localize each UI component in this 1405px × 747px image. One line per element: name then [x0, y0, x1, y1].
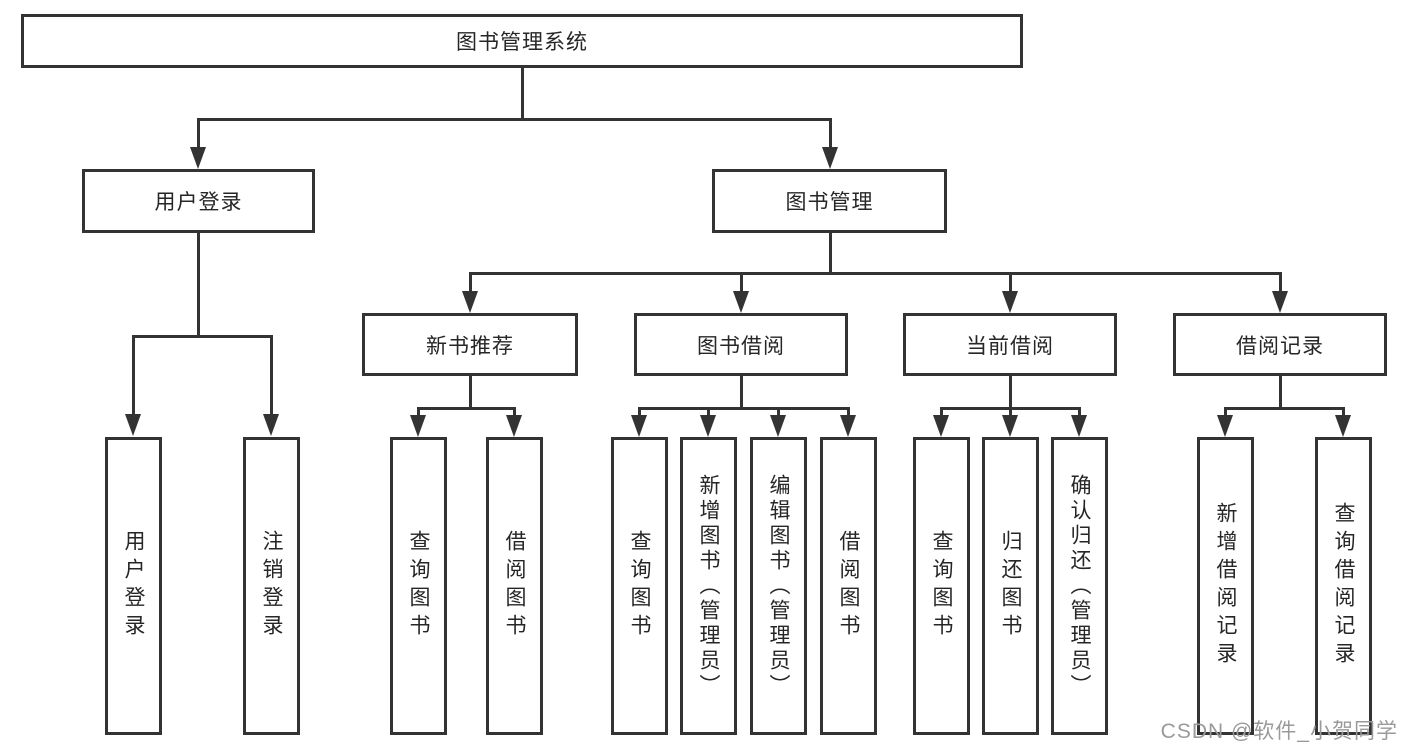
connector-line [132, 335, 273, 338]
node-current-borrow: 当前借阅 [903, 313, 1117, 376]
arrow-down-icon [733, 291, 749, 313]
node-new-book-recommend: 新书推荐 [362, 313, 578, 376]
arrow-down-icon [1071, 415, 1087, 437]
leaf-add-borrow-record: 新增借阅记录 [1197, 437, 1254, 735]
connector-line [197, 233, 200, 335]
connector-line [777, 407, 780, 415]
leaf-logout: 注销登录 [243, 437, 300, 735]
leaf-query-borrow-record: 查询借阅记录 [1315, 437, 1372, 735]
arrow-down-icon [1272, 291, 1288, 313]
connector-line [1009, 376, 1012, 407]
connector-line [469, 376, 472, 407]
node-book-borrow: 图书借阅 [634, 313, 848, 376]
connector-line [417, 407, 516, 410]
arrow-down-icon [840, 415, 856, 437]
csdn-watermark: CSDN @软件_小贺同学 [1160, 720, 1398, 743]
connector-line [469, 272, 1281, 275]
arrow-down-icon [1002, 415, 1018, 437]
arrow-down-icon [263, 414, 279, 436]
connector-line [740, 376, 743, 407]
connector-line [521, 68, 524, 118]
connector-line [940, 407, 943, 415]
connector-line [1009, 272, 1012, 291]
arrow-down-icon [1002, 291, 1018, 313]
connector-line [707, 407, 710, 415]
arrow-down-icon [700, 415, 716, 437]
arrow-down-icon [631, 415, 647, 437]
connector-line [1342, 407, 1345, 415]
leaf-current-query-book: 查询图书 [913, 437, 970, 735]
arrow-down-icon [506, 415, 522, 437]
leaf-borrow-book: 借阅图书 [820, 437, 877, 735]
leaf-recommend-query-book: 查询图书 [390, 437, 447, 735]
arrow-down-icon [190, 147, 206, 169]
node-book-management: 图书管理 [712, 169, 947, 233]
arrow-down-icon [410, 415, 426, 437]
node-borrow-record: 借阅记录 [1173, 313, 1387, 376]
leaf-recommend-borrow-book: 借阅图书 [486, 437, 543, 735]
connector-line [1224, 407, 1227, 415]
arrow-down-icon [933, 415, 949, 437]
connector-line [270, 335, 273, 414]
connector-line [1009, 407, 1012, 415]
connector-line [197, 118, 200, 147]
connector-line [1078, 407, 1081, 415]
connector-line [740, 272, 743, 291]
leaf-confirm-return-admin: 确认归还（管理员） [1051, 437, 1108, 735]
node-library-management-system: 图书管理系统 [21, 14, 1023, 68]
connector-line [847, 407, 850, 415]
connector-line [513, 407, 516, 415]
arrow-down-icon [770, 415, 786, 437]
leaf-user-login: 用户登录 [105, 437, 162, 735]
node-user-login: 用户登录 [82, 169, 315, 233]
arrow-down-icon [822, 147, 838, 169]
connector-line [638, 407, 849, 410]
leaf-return-book: 归还图书 [982, 437, 1039, 735]
connector-line [829, 118, 832, 147]
leaf-borrow-query-book: 查询图书 [611, 437, 668, 735]
leaf-edit-book-admin: 编辑图书（管理员） [750, 437, 807, 735]
leaf-add-book-admin: 新增图书（管理员） [680, 437, 737, 735]
connector-line [1224, 407, 1344, 410]
arrow-down-icon [1335, 415, 1351, 437]
connector-line [1279, 272, 1282, 291]
connector-line [829, 233, 832, 272]
connector-line [417, 407, 420, 415]
arrow-down-icon [462, 291, 478, 313]
arrow-down-icon [125, 414, 141, 436]
arrow-down-icon [1217, 415, 1233, 437]
connector-line [197, 118, 832, 121]
connector-line [132, 335, 135, 414]
connector-line [469, 272, 472, 291]
connector-line [638, 407, 641, 415]
connector-line [1279, 376, 1282, 407]
